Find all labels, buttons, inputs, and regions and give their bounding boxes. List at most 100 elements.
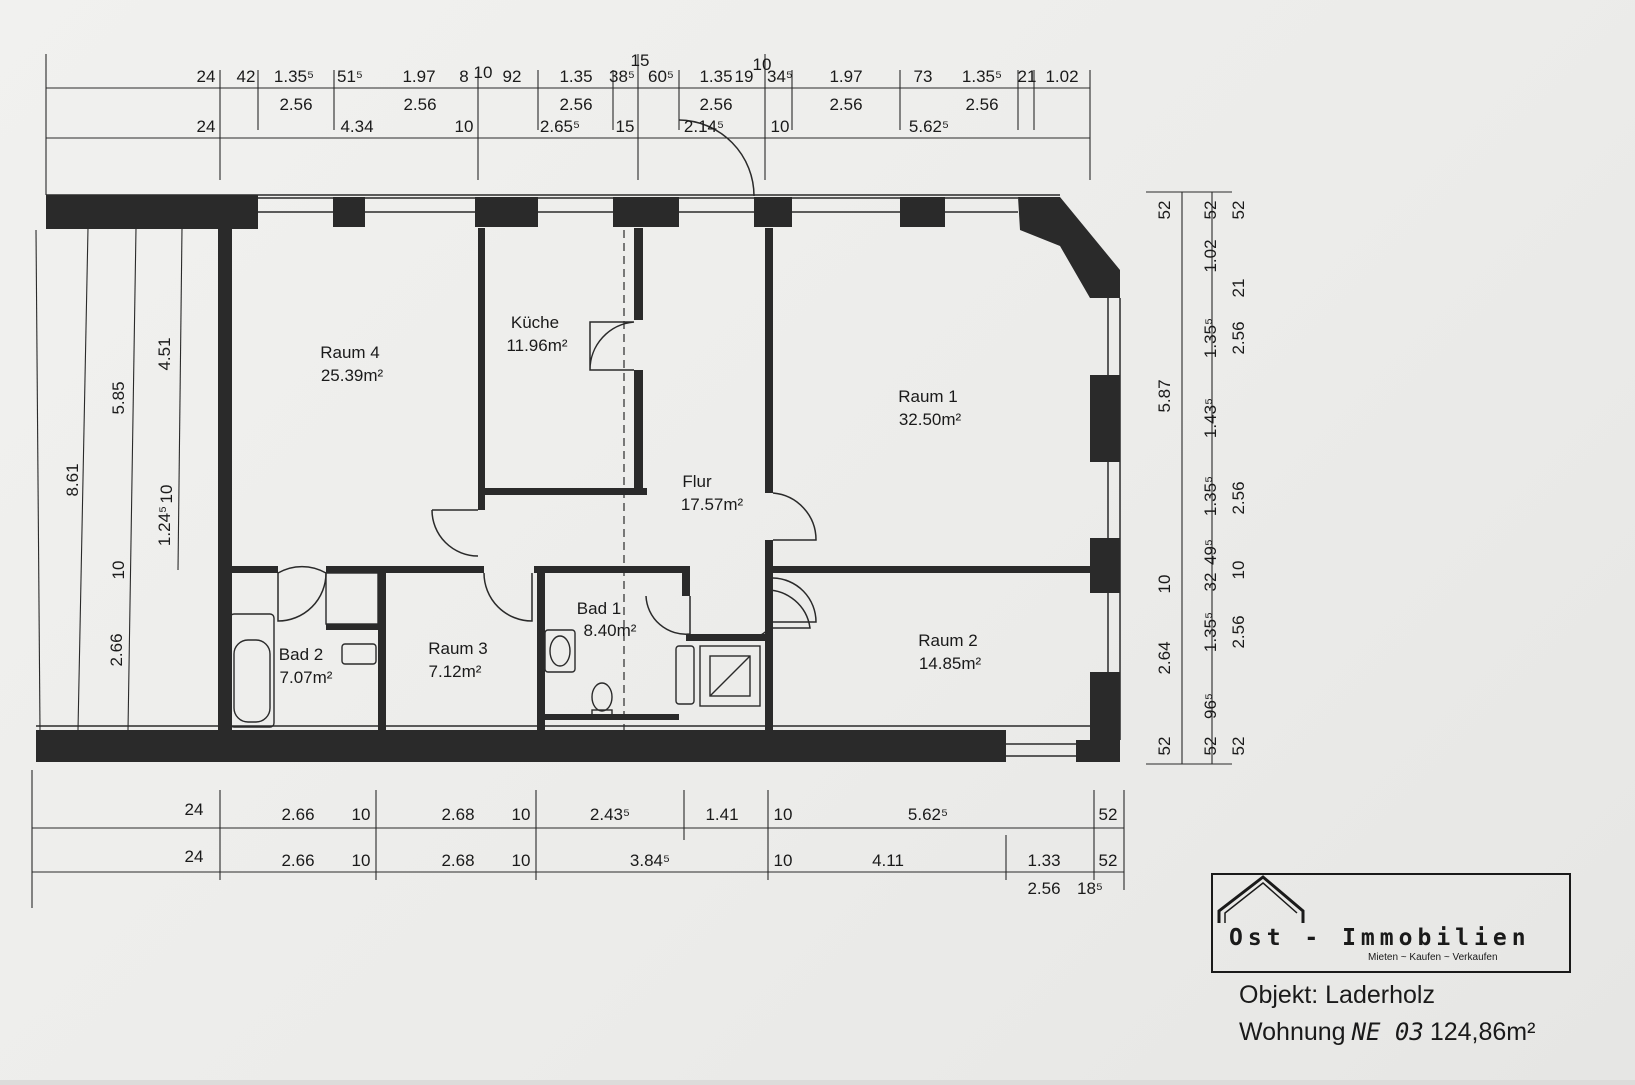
sink-bad1-bowl [549,635,571,667]
bathtub-inner [233,639,271,723]
wall-flur-raum1 [765,228,773,493]
toilet [591,682,613,712]
dim-bottom1-9: 52 [1099,805,1118,824]
dim-top1-11: 15 [631,51,650,70]
dim-bottom2-4: 10 [512,851,531,870]
dim-top2-1: 2.56 [403,95,436,114]
dim-top3-2: 10 [455,117,474,136]
dim-bottom1-0: 24 [185,800,204,819]
unit-code: NE 03 [1351,1018,1424,1046]
wall-bad1-left [537,573,545,730]
dim-right-far-2: 2.56 [1229,321,1248,354]
wall-bad2-raum3 [378,573,386,730]
dim-right-inner-7: 1.35⁵ [1201,612,1220,652]
dim-bottom2-2: 10 [352,851,371,870]
dim-top1-8: 1.35 [559,67,592,86]
dim-right-far-0: 52 [1229,201,1248,220]
dim-top3-4: 15 [616,117,635,136]
room-name-bad2: Bad 2 [279,645,323,664]
room-name-raum1: Raum 1 [898,387,958,406]
dim-top1-7: 92 [503,67,522,86]
room-name-raum4: Raum 4 [320,343,380,362]
room-name-kueche: Küche [511,313,559,332]
dim-top3-6: 10 [771,117,790,136]
dim-top1-15: 34⁵ [767,67,793,86]
dim-right-inner-0: 52 [1201,201,1220,220]
dim-left-3: 10 [157,485,176,504]
shaft-box-inner [709,655,751,697]
door-kueche [589,321,635,371]
dim-right-inner-6: 32 [1201,573,1220,592]
dim-right-inner-5: 49⁵ [1201,539,1220,565]
wall-raum4-kueche [478,228,485,510]
dim-left-1: 5.85 [109,381,128,414]
dim-top1-10: 60⁵ [648,67,674,86]
room-area-flur: 17.57m² [681,495,744,514]
door-raum1 [772,492,817,541]
room-name-raum2: Raum 2 [918,631,978,650]
house-roof-icon [1217,875,1305,923]
dim-bottom1-8: 5.62⁵ [908,805,948,824]
wall-raum4-bad2-right [326,566,484,573]
dim-top2-0: 2.56 [279,95,312,114]
room-labels: Raum 4 25.39m² Küche 11.96m² Raum 1 32.5… [279,313,982,687]
dim-top1-19: 21 [1018,67,1037,86]
dim-top1-4: 1.97 [402,67,435,86]
dim-left-0: 8.61 [63,463,82,496]
dim-bottom1-7: 10 [774,805,793,824]
dim-right-inner-1: 1.02 [1201,239,1220,272]
dim-right-inner-8: 96⁵ [1201,693,1220,719]
bathtub [229,613,275,728]
dim-top3-1: 4.34 [340,117,373,136]
dim-right-outer-2: 10 [1155,575,1174,594]
unit-area: 124,86m² [1429,1018,1536,1046]
door-raum4 [431,509,479,557]
dim-bottom3-0: 2.56 [1027,879,1060,898]
wall-bottom-right [1076,740,1120,762]
dim-right-far-3: 2.56 [1229,481,1248,514]
pier-right-1 [1090,375,1120,462]
door-bad1-raum2 [645,589,811,641]
room-area-kueche: 11.96m² [506,336,567,355]
room-area-bad1: 8.40m² [584,621,637,640]
dim-top1-0: 24 [197,67,216,86]
dim-top1-14: 10 [753,55,772,74]
dim-top2-2: 2.56 [559,95,592,114]
room-area-raum1: 32.50m² [899,410,962,429]
unit-prefix: Wohnung [1239,1018,1346,1046]
dim-top1-18: 1.35⁵ [962,67,1002,86]
dim-right-far-4: 10 [1229,561,1248,580]
dim-top1-20: 1.02 [1045,67,1078,86]
dim-bottom2-5: 3.84⁵ [630,851,670,870]
toilet-tank [591,709,613,717]
dim-right-far-5: 2.56 [1229,615,1248,648]
dim-top1-16: 1.97 [829,67,862,86]
room-area-raum4: 25.39m² [321,366,384,385]
dimension-texts-top: 24 42 1.35⁵ 51⁵ 1.97 8 10 92 1.35 38⁵ 60… [197,51,1079,136]
window-lines [36,194,1121,757]
sink-bad2 [341,643,377,665]
room-area-raum3: 7.12m² [429,662,482,681]
dim-left-4: 1.24⁵ [155,506,174,546]
dim-right-inner-9: 52 [1201,737,1220,756]
dim-top3-5: 2.14⁵ [684,117,724,136]
dimension-texts-bottom: 24 2.66 10 2.68 10 2.43⁵ 1.41 10 5.62⁵ 5… [185,800,1118,898]
dimension-texts-left: 8.61 5.85 4.51 10 1.24⁵ 10 2.66 [63,337,176,666]
company-logo: Ost - Immobilien Mieten ~ Kaufen ~ Verka… [1211,873,1571,973]
door-raum2 [772,577,817,623]
dim-right-inner-2: 1.35⁵ [1201,318,1220,358]
dimension-texts-right: 52 5.87 10 2.64 52 52 1.02 1.35⁵ 1.43⁵ 1… [1155,201,1248,756]
dim-bottom1-3: 2.68 [441,805,474,824]
wall-flur-raum1-lower [765,540,773,730]
dim-top1-2: 1.35⁵ [274,67,314,86]
dim-bottom1-4: 10 [512,805,531,824]
dim-bottom1-6: 1.41 [705,805,738,824]
dim-left-5: 10 [109,561,128,580]
dim-top3-7: 5.62⁵ [909,117,949,136]
wall-shaft-closet [326,624,378,630]
dim-right-outer-0: 52 [1155,201,1174,220]
dim-right-far-1: 21 [1229,279,1248,298]
